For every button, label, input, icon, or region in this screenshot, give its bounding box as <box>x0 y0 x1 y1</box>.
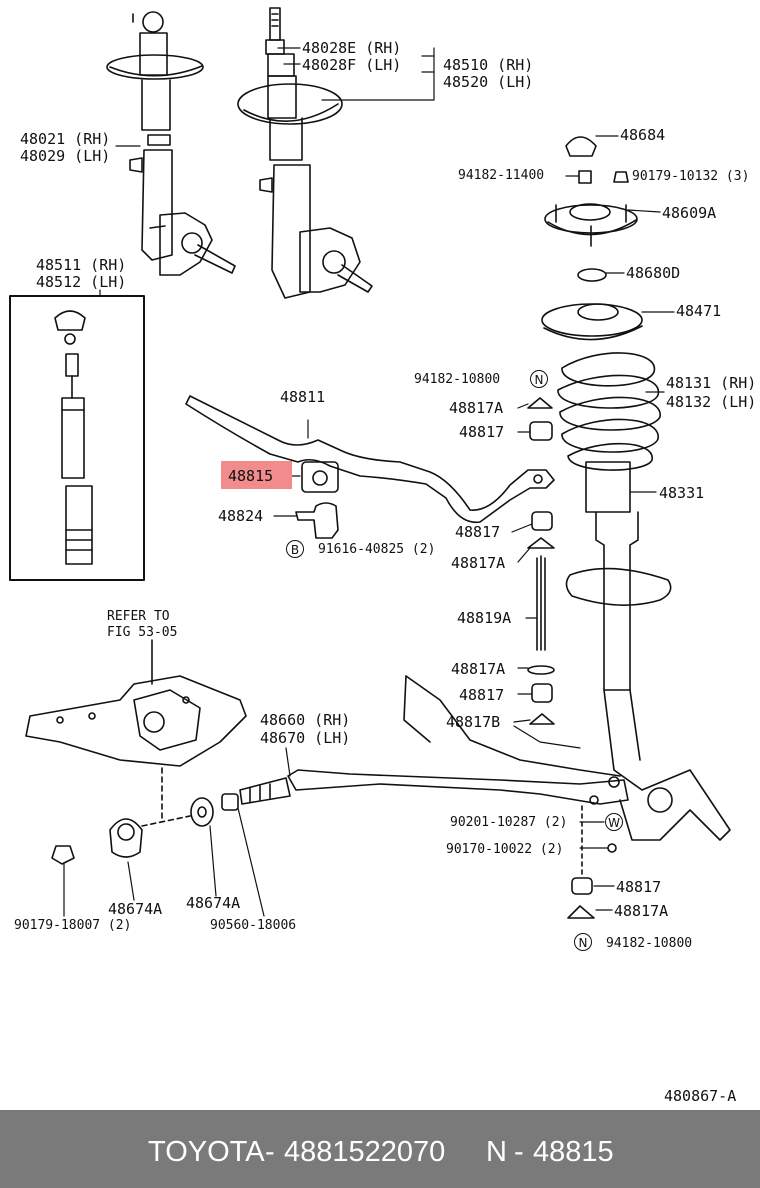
label-48331: 48331 <box>659 484 705 502</box>
label-48029: 48029 (LH) <box>20 147 111 165</box>
label-48817b: 48817B <box>446 713 501 731</box>
label-48817a-4: 48817A <box>614 902 669 920</box>
label-91616-40825: 91616-40825 (2) <box>318 542 436 557</box>
parts-diagram <box>9 7 731 919</box>
label-48680d: 48680D <box>626 264 681 282</box>
label-48674a-1: 48674A <box>108 900 163 918</box>
label-48811: 48811 <box>280 388 326 406</box>
label-48819a: 48819A <box>457 609 512 627</box>
label-94182-10800-top: 94182-10800 <box>414 372 501 387</box>
label-48512: 48512 (LH) <box>36 273 127 291</box>
label-48817-2: 48817 <box>455 523 501 541</box>
label-48684: 48684 <box>620 126 666 144</box>
footer-part-number: 4881522070 <box>284 1136 446 1168</box>
label-48471: 48471 <box>676 302 722 320</box>
label-94182-10800-bottom: 94182-10800 <box>606 936 693 951</box>
footer-code: N <box>486 1136 507 1168</box>
label-48609a: 48609A <box>662 204 717 222</box>
b-circle: B <box>286 540 304 558</box>
label-48815: 48815 <box>228 467 274 485</box>
coil-spring <box>557 352 661 471</box>
label-48511: 48511 (RH) <box>36 256 127 274</box>
label-48021: 48021 (RH) <box>20 130 111 148</box>
label-48660: 48660 (RH) <box>260 711 351 729</box>
label-48824: 48824 <box>218 507 264 525</box>
footer-separator-1: - <box>265 1136 275 1168</box>
lower-control-arm <box>221 675 629 811</box>
lower-arm-hardware <box>51 797 214 865</box>
footer-bar <box>0 1110 760 1188</box>
label-90201-10287: 90201-10287 (2) <box>450 815 568 830</box>
label-48028f: 48028F (LH) <box>302 56 402 74</box>
label-48131: 48131 (RH) <box>666 374 757 392</box>
leader-lines <box>63 47 675 917</box>
label-48132: 48132 (LH) <box>666 393 757 411</box>
diagram-reference: 480867-A <box>664 1087 737 1105</box>
strut-assembly-left <box>106 11 236 276</box>
footer-ref: 48815 <box>533 1136 614 1168</box>
label-48817-4: 48817 <box>616 878 662 896</box>
upper-mount-parts <box>541 136 643 341</box>
footer-separator-2: - <box>514 1136 524 1168</box>
label-refer-to: REFER TO <box>107 609 170 624</box>
crossmember <box>25 639 247 819</box>
strut-assembly-right <box>565 461 731 841</box>
label-90170-10022: 90170-10022 (2) <box>446 842 564 857</box>
shock-kit-box <box>9 295 145 581</box>
footer-brand: TOYOTA <box>148 1136 265 1168</box>
strut-assembly-middle <box>237 7 373 299</box>
label-48520: 48520 (LH) <box>443 73 534 91</box>
lower-link-stack <box>567 805 617 919</box>
label-48028e: 48028E (RH) <box>302 39 402 57</box>
label-48510: 48510 (RH) <box>443 56 534 74</box>
bushing-and-bracket <box>295 461 339 539</box>
label-94182-11400: 94182-11400 <box>458 168 545 183</box>
label-48674a-2: 48674A <box>186 894 241 912</box>
label-48670: 48670 (LH) <box>260 729 351 747</box>
label-48817a-2: 48817A <box>451 554 506 572</box>
label-48817-3: 48817 <box>459 686 505 704</box>
label-90560-18006: 90560-18006 <box>210 918 297 933</box>
label-48817a-3: 48817A <box>451 660 506 678</box>
label-48817a-1: 48817A <box>449 399 504 417</box>
label-48817-1: 48817 <box>459 423 505 441</box>
n-circle-bottom: N <box>574 933 592 951</box>
label-90179-10132: 90179-10132 (3) <box>632 169 750 184</box>
highlight-box <box>221 461 292 489</box>
w-circle: W <box>605 813 623 831</box>
stabilizer-bar <box>185 395 555 524</box>
label-90179-18007: 90179-18007 (2) <box>14 918 132 933</box>
label-fig-53-05: FIG 53-05 <box>107 625 178 640</box>
stabilizer-link-stack <box>527 397 555 725</box>
n-circle-top: N <box>530 370 548 388</box>
